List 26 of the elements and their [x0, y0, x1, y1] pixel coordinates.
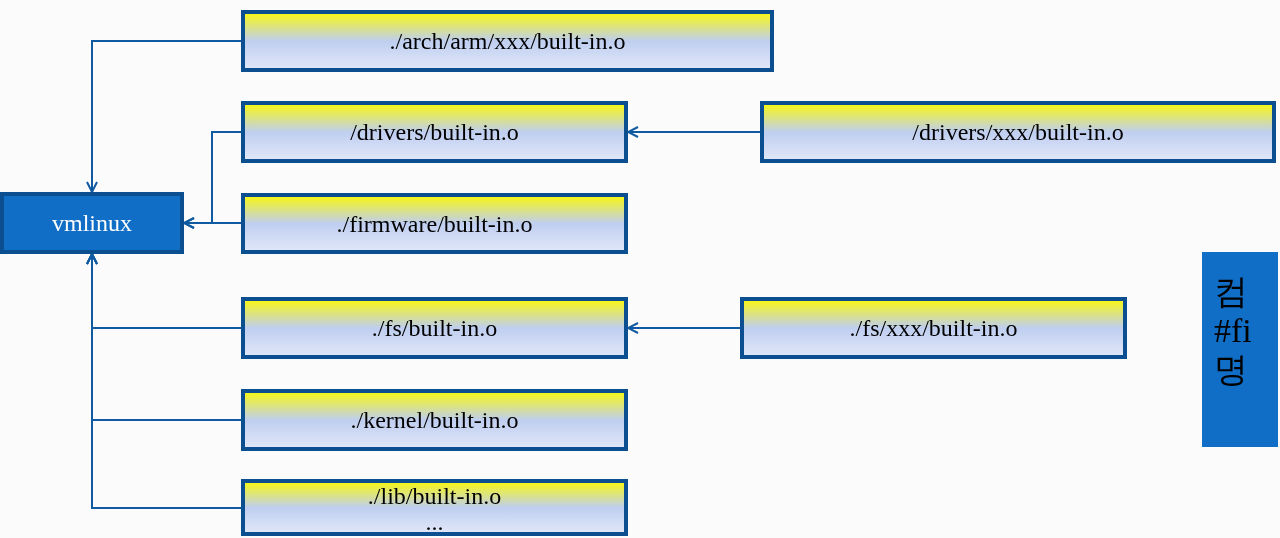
- object-file-box: [241, 193, 628, 254]
- arrow: [627, 322, 741, 334]
- file-label: ./fs/xxx/built-in.o: [849, 314, 1018, 343]
- file-label: /drivers/xxx/built-in.o: [912, 118, 1124, 147]
- file-label: vmlinux: [52, 209, 132, 238]
- object-file-box: [241, 297, 628, 359]
- file-label: ./firmware/built-in.o: [336, 209, 533, 239]
- object-file-box: [241, 101, 628, 163]
- file-label: ./lib/built-in.o: [367, 483, 502, 510]
- arrow: [183, 217, 242, 229]
- note-box: [1202, 252, 1278, 447]
- arrow: [86, 253, 242, 509]
- file-label: ./kernel/built-in.o: [350, 406, 519, 435]
- object-file-box: [760, 101, 1276, 163]
- file-label: ./arch/arm/xxx/built-in.o: [389, 27, 626, 56]
- object-file-box: [241, 10, 774, 72]
- file-label: ./fs/built-in.o: [371, 314, 498, 343]
- file-label: /drivers/built-in.o: [350, 118, 519, 147]
- object-file-box: [740, 297, 1127, 359]
- arrow: [86, 40, 242, 193]
- object-file-box: [241, 389, 628, 451]
- file-label: 컴 #fi 명: [1214, 273, 1252, 389]
- ellipsis-text: ...: [425, 509, 444, 536]
- target-box: [0, 192, 184, 254]
- arrow: [627, 126, 761, 138]
- object-file-box: [241, 479, 628, 536]
